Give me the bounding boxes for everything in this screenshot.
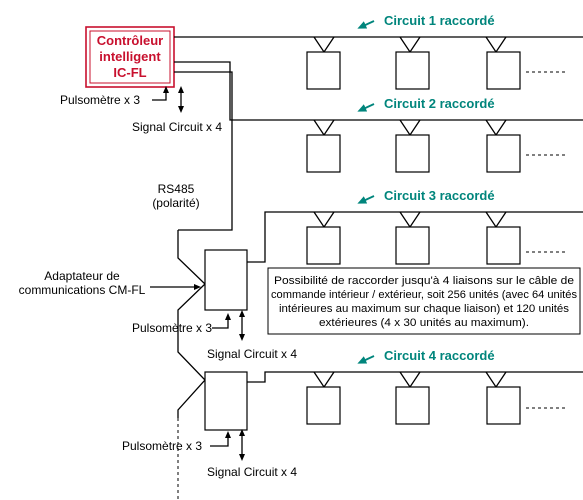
rs485-label-line1: RS485: [158, 182, 195, 196]
adapter-box-2: [204, 371, 248, 431]
controller-pulsometre-label: Pulsomètre x 3: [60, 93, 140, 107]
indoor-unit: [486, 51, 521, 90]
note-line2: commande intérieur / extérieur, soit 256…: [271, 289, 577, 301]
adapter1-signal-label: Signal Circuit x 4: [207, 347, 297, 361]
circuit-2-arrow: [357, 103, 375, 112]
circuit-3-arrow: [357, 195, 375, 204]
adapter2-signal-label: Signal Circuit x 4: [207, 465, 297, 479]
indoor-unit: [395, 386, 430, 425]
indoor-unit: [306, 226, 341, 265]
controller-pulsometre-arrow: [152, 86, 169, 101]
circuit4-bus-line: [247, 371, 583, 383]
controller-label-line1: Contrôleur: [97, 33, 163, 48]
circuit-1-arrow: [357, 20, 375, 29]
circuit3-bus-line: [247, 211, 583, 263]
adapter-label-line1: Adaptateur de: [44, 269, 120, 283]
adapter-bus-line: [177, 230, 206, 418]
rs485-label-line2: (polarité): [152, 196, 199, 210]
circuit-1-label: Circuit 1 raccordé: [384, 13, 495, 28]
circuit-3-units: [306, 211, 566, 265]
adapter-label-line2: communications CM-FL: [19, 283, 146, 297]
circuit-2-units: [306, 119, 566, 173]
rs485-line: [174, 71, 233, 231]
circuit-4-units: [306, 371, 566, 425]
circuit-4-label: Circuit 4 raccordé: [384, 348, 495, 363]
circuit2-bus-line: [174, 61, 583, 121]
controller-signal-label: Signal Circuit x 4: [132, 120, 222, 134]
circuit-1-units: [306, 36, 566, 90]
controller-box: Contrôleur intelligent IC-FL: [85, 26, 175, 88]
controller-label-line3: IC-FL: [113, 65, 146, 80]
indoor-unit: [306, 51, 341, 90]
note-line1: Possibilité de raccorder jusqu'à 4 liais…: [274, 275, 574, 287]
indoor-unit: [486, 226, 521, 265]
adapter2-pulsometre-arrow: [210, 431, 231, 447]
indoor-unit: [395, 226, 430, 265]
indoor-unit: [395, 51, 430, 90]
adapter2-pulsometre-label: Pulsomètre x 3: [122, 439, 202, 453]
indoor-unit: [306, 134, 341, 173]
adapter-box-1: [204, 249, 248, 311]
controller-label-line2: intelligent: [99, 49, 161, 64]
adapter1-pulsometre-label: Pulsomètre x 3: [132, 321, 212, 335]
circuit-3-label: Circuit 3 raccordé: [384, 188, 495, 203]
indoor-unit: [395, 134, 430, 173]
indoor-unit: [306, 386, 341, 425]
indoor-unit: [486, 386, 521, 425]
indoor-unit: [486, 134, 521, 173]
note-line4: extérieures (4 x 30 unités au maximum).: [319, 317, 529, 329]
circuit-4-arrow: [357, 355, 375, 364]
circuit-2-label: Circuit 2 raccordé: [384, 96, 495, 111]
note-line3: intérieures au maximum sur chaque liaiso…: [279, 303, 570, 315]
capacity-note: Possibilité de raccorder jusqu'à 4 liais…: [267, 267, 581, 335]
adapter1-pulsometre-arrow: [212, 313, 231, 329]
